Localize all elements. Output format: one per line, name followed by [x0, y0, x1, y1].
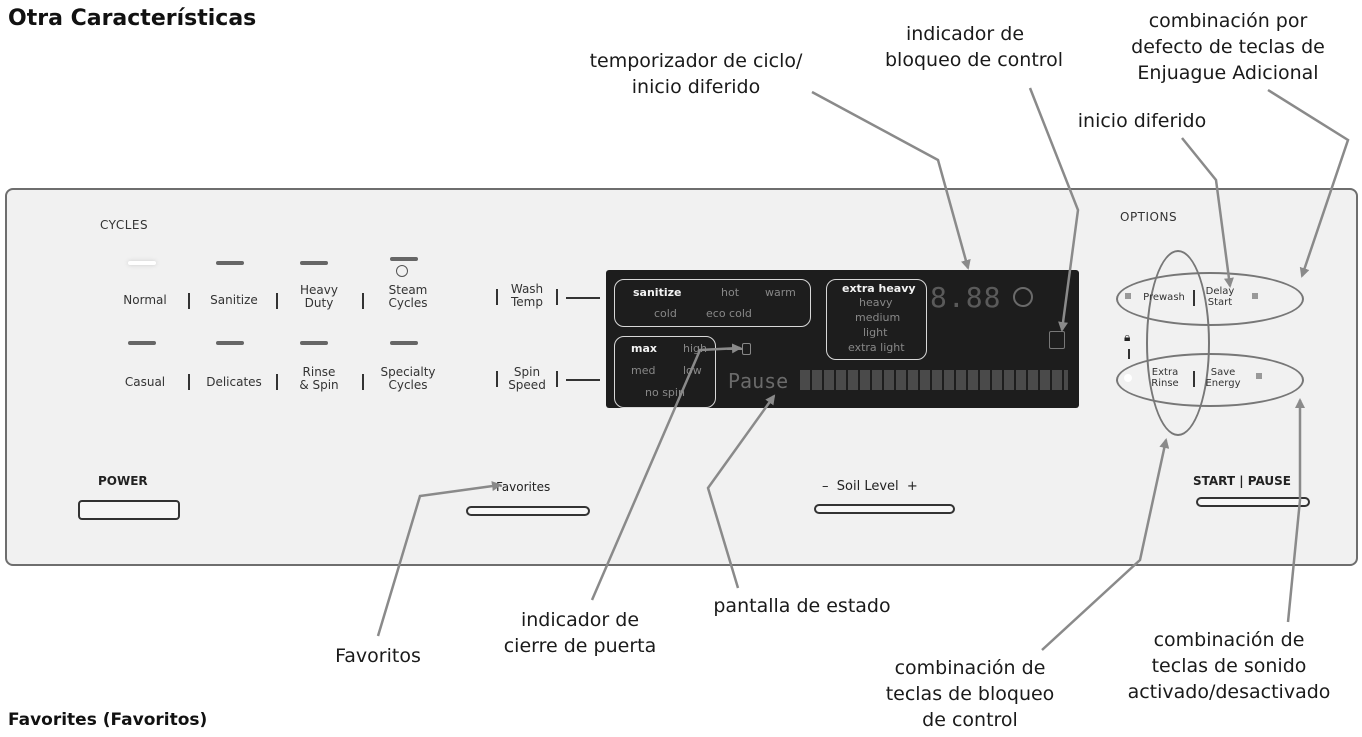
cycle-led — [300, 341, 328, 345]
status-segments — [800, 370, 1068, 390]
arrow-door-lock — [590, 343, 742, 601]
separator — [276, 374, 278, 390]
cycles-title: CYCLES — [100, 218, 149, 232]
lock-connector — [1128, 349, 1130, 359]
separator — [1193, 371, 1195, 387]
callout-cycle-timer: temporizador de ciclo/ inicio diferido — [589, 50, 803, 98]
spin-option: high — [683, 342, 707, 355]
soil-option: medium — [855, 311, 901, 324]
soil-level-label: – Soil Level + — [822, 479, 918, 494]
temp-option: cold — [654, 307, 677, 320]
soil-option: heavy — [859, 296, 893, 309]
timer-digits: 8.88 — [930, 281, 1002, 314]
callout-control-lock-combo: combinación de teclas de bloqueo de cont… — [885, 657, 1055, 731]
separator — [276, 293, 278, 309]
arrow-delay-start — [1181, 137, 1234, 288]
spin-option: no spin — [645, 386, 685, 399]
separator — [496, 289, 498, 305]
separator — [188, 374, 190, 390]
cycle-sanitize[interactable]: Sanitize — [210, 293, 258, 307]
cycle-casual[interactable]: Casual — [124, 375, 166, 389]
lock-icon: 🔒︎ — [1124, 330, 1131, 344]
separator — [556, 289, 558, 305]
callout-extra-rinse-default: combinación por defecto de teclas de Enj… — [1131, 10, 1325, 84]
callout-favorites: Favoritos — [335, 645, 421, 667]
soil-option: extra light — [848, 341, 905, 354]
soil-option: extra heavy — [842, 282, 916, 295]
arrow-sound-combo — [1286, 398, 1305, 623]
cycle-led-active — [128, 261, 156, 265]
cycle-rinse-spin[interactable]: Rinse & Spin — [299, 365, 339, 392]
door-lock-icon — [742, 343, 751, 355]
cycle-led — [390, 341, 418, 345]
cycle-specialty[interactable]: Specialty Cycles — [380, 365, 436, 392]
start-pause-button[interactable] — [1196, 497, 1310, 507]
favorites-label: Favorites — [496, 480, 551, 494]
callout-status-display: pantalla de estado — [713, 595, 891, 617]
favorites-heading: Favorites (Favoritos) — [8, 710, 208, 730]
arrow-control-lock-indicator — [1028, 87, 1080, 332]
arrow-status-display — [706, 394, 776, 589]
cycle-led — [216, 261, 244, 265]
soil-level-button[interactable] — [814, 504, 955, 514]
soil-option: light — [863, 326, 888, 339]
spin-box — [614, 336, 716, 408]
power-label: POWER — [98, 474, 148, 488]
steam-icon — [396, 265, 408, 277]
arrow-cycle-timer — [811, 90, 971, 270]
prewash-button[interactable]: Prewash — [1143, 292, 1185, 303]
cycle-led — [216, 341, 244, 345]
ellipse-bottom-options — [1116, 353, 1304, 407]
cycle-led — [300, 261, 328, 265]
cycle-delicates[interactable]: Delicates — [206, 375, 262, 389]
arrow-extra-rinse-default — [1267, 88, 1350, 278]
callout-delay-start: inicio diferido — [1077, 110, 1207, 132]
callout-door-lock-indicator: indicador de cierre de puerta — [503, 609, 657, 657]
separator — [556, 371, 558, 387]
cycle-led — [390, 257, 418, 261]
wash-temp-button[interactable]: Wash Temp — [510, 282, 544, 309]
cycle-normal[interactable]: Normal — [123, 293, 167, 307]
spin-option: max — [631, 342, 657, 355]
options-title: OPTIONS — [1120, 210, 1178, 224]
save-energy-led — [1256, 373, 1262, 379]
prewash-led — [1125, 293, 1131, 299]
section-title: Otra Características — [8, 6, 257, 31]
cycle-steam[interactable]: Steam Cycles — [388, 283, 428, 310]
separator — [188, 293, 190, 309]
temp-box — [614, 279, 811, 327]
control-lock-icon — [1049, 331, 1065, 349]
separator — [1193, 290, 1195, 306]
ellipse-left-options — [1146, 250, 1210, 436]
extra-rinse-button[interactable]: Extra Rinse — [1151, 367, 1179, 389]
separator — [362, 374, 364, 390]
separator — [362, 293, 364, 309]
delay-start-led — [1252, 293, 1258, 299]
status-text: Pause — [728, 369, 789, 393]
cycle-heavy-duty[interactable]: Heavy Duty — [300, 283, 338, 310]
start-pause-label: START | PAUSE — [1193, 474, 1292, 488]
temp-option: warm — [765, 286, 796, 299]
delay-start-button[interactable]: Delay Start — [1205, 286, 1235, 308]
temp-option: hot — [721, 286, 740, 299]
temp-option: sanitize — [633, 286, 682, 299]
extra-rinse-led — [1124, 374, 1132, 382]
arrow-control-lock-combo — [1041, 438, 1170, 651]
favorites-button[interactable] — [466, 506, 590, 516]
spin-option: med — [631, 364, 656, 377]
power-button[interactable] — [78, 500, 180, 520]
temp-option: eco cold — [706, 307, 752, 320]
soil-box — [826, 279, 927, 360]
connector-line — [566, 379, 600, 381]
delay-clock-icon — [1013, 287, 1033, 307]
cycle-led — [128, 341, 156, 345]
connector-line — [566, 297, 600, 299]
save-energy-button[interactable]: Save Energy — [1205, 367, 1241, 389]
callout-sound-combo: combinación de teclas de sonido activado… — [1127, 629, 1331, 703]
separator — [496, 371, 498, 387]
spin-speed-button[interactable]: Spin Speed — [508, 365, 546, 392]
arrow-favorites — [376, 481, 502, 637]
ellipse-top-options — [1116, 272, 1304, 326]
